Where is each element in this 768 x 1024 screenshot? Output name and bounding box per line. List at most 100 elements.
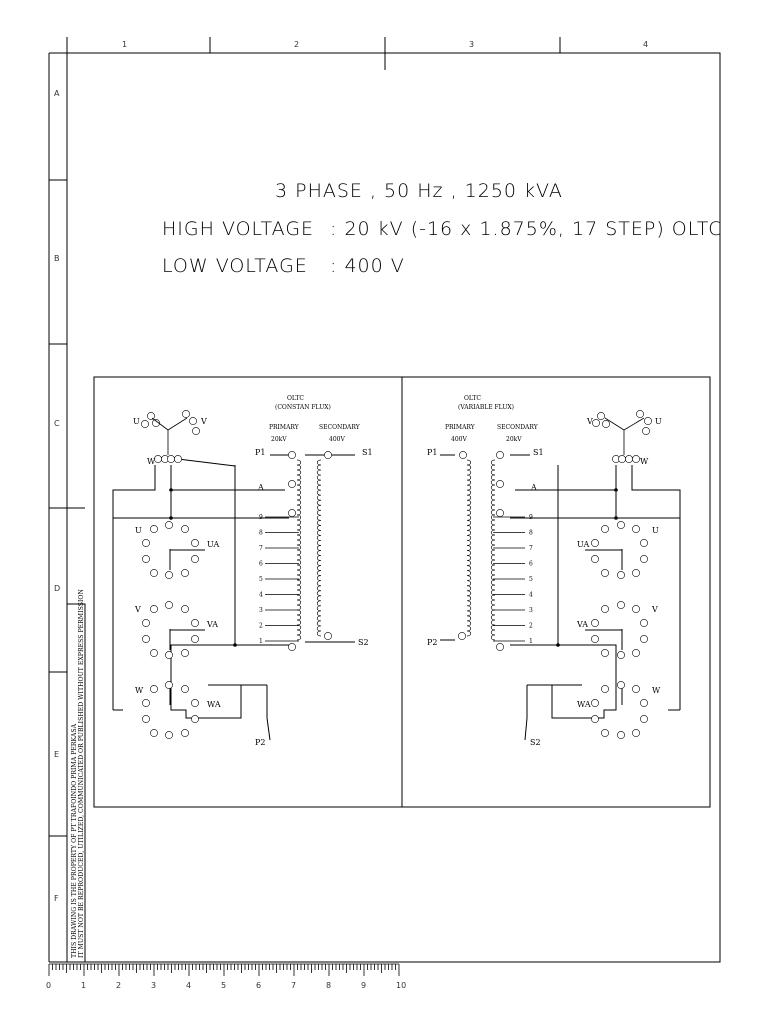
terminal-circle xyxy=(150,649,158,657)
right-terminals xyxy=(458,410,652,739)
right-secondary-coil xyxy=(490,459,496,641)
terminal-circle xyxy=(632,729,640,737)
terminal-circle xyxy=(636,410,644,418)
terminal-circle xyxy=(496,451,504,459)
terminal-circle xyxy=(632,685,640,693)
terminal-circle xyxy=(165,681,173,689)
row-label: D xyxy=(54,584,60,593)
terminal-circle xyxy=(601,685,609,693)
scale-label: 2 xyxy=(116,981,121,990)
left-wiring xyxy=(112,454,355,741)
tap-number: 7 xyxy=(529,545,533,552)
terminal-circle xyxy=(141,420,149,428)
terminal-circle xyxy=(181,605,189,613)
terminal-circle xyxy=(191,619,199,627)
right-primary-label: PRIMARY xyxy=(445,424,476,431)
notice-line-2: IT MUST NOT BE REPRODUCED, UTILIZED, COM… xyxy=(78,589,85,958)
terminal-circle xyxy=(618,455,626,463)
terminal-circle xyxy=(324,451,332,459)
tap-number: 2 xyxy=(529,623,533,630)
terminal-circle xyxy=(640,699,648,707)
tap-number: 3 xyxy=(259,607,263,614)
terminal-circle xyxy=(496,480,504,488)
terminal-circle xyxy=(632,525,640,533)
terminal-circle xyxy=(601,729,609,737)
terminal-circle xyxy=(602,420,610,428)
high-voltage-value: : 20 kV (-16 x 1.875%, 17 STEP) OLTC xyxy=(330,218,722,240)
tap-number: 3 xyxy=(529,607,533,614)
terminal-circle xyxy=(142,635,150,643)
title-block: 3 PHASE , 50 Hz , 1250 kVA HIGH VOLTAGE … xyxy=(162,180,722,277)
column-labels: 1 2 3 4 xyxy=(122,40,648,49)
scale-label: 7 xyxy=(291,981,296,990)
terminal-circle xyxy=(191,715,199,723)
terminal-circle xyxy=(191,635,199,643)
terminal-circle xyxy=(150,525,158,533)
terminal-circle xyxy=(640,555,648,563)
terminal-circle xyxy=(458,632,466,640)
left-phase-v: V xyxy=(134,605,141,614)
scale-label: 3 xyxy=(151,981,156,990)
right-wiring xyxy=(440,454,681,741)
terminal-circle xyxy=(142,555,150,563)
right-phase-v: V xyxy=(651,605,658,614)
right-secondary-label: SECONDARY xyxy=(497,424,539,431)
terminal-circle xyxy=(591,555,599,563)
right-junction-dots xyxy=(556,488,618,647)
terminal-circle xyxy=(191,539,199,547)
terminal-circle xyxy=(632,605,640,613)
left-a-label: A xyxy=(257,483,264,492)
right-phase-w: W xyxy=(652,686,661,695)
tap-number: 7 xyxy=(259,545,263,552)
tap-number: 2 xyxy=(259,623,263,630)
left-star-connection xyxy=(151,417,188,455)
left-tap-leads xyxy=(265,516,299,642)
terminal-circle xyxy=(165,571,173,579)
left-star-u: U xyxy=(133,417,140,426)
right-star-v: V xyxy=(586,417,593,426)
scale-ruler xyxy=(48,963,400,976)
column-label: 2 xyxy=(294,40,299,49)
scale-label: 4 xyxy=(186,981,191,990)
right-p1-label: P1 xyxy=(427,448,437,457)
left-oltc-title: OLTC xyxy=(287,395,304,402)
scale-label: 1 xyxy=(81,981,86,990)
right-p2-label: P2 xyxy=(427,638,437,647)
terminal-circle xyxy=(288,509,296,517)
terminal-circle xyxy=(288,643,296,651)
terminal-circle xyxy=(496,643,504,651)
terminal-circle xyxy=(167,455,175,463)
right-output-ua: UA xyxy=(577,540,589,549)
terminal-circle xyxy=(591,539,599,547)
terminal-circle xyxy=(150,569,158,577)
terminal-circle xyxy=(150,605,158,613)
column-label: 3 xyxy=(469,40,474,49)
left-output-va: VA xyxy=(206,620,218,629)
scale-label: 6 xyxy=(256,981,261,990)
left-primary-coil xyxy=(296,459,302,641)
row-label: E xyxy=(54,750,59,759)
terminal-circle xyxy=(640,539,648,547)
left-p1-label: P1 xyxy=(255,448,265,457)
terminal-circle xyxy=(189,417,197,425)
terminal-circle xyxy=(632,649,640,657)
tap-number: 5 xyxy=(529,576,533,583)
terminal-circle xyxy=(142,715,150,723)
left-phase-w: W xyxy=(135,686,144,695)
terminal-circle xyxy=(601,649,609,657)
left-secondary-voltage: 400V xyxy=(329,436,345,443)
right-primary-coil xyxy=(466,459,472,637)
terminal-circle xyxy=(324,632,332,640)
terminal-circle xyxy=(617,681,625,689)
right-oltc-subtitle: (VARIABLE FLUX) xyxy=(458,404,514,411)
diagram-frame xyxy=(93,376,711,808)
left-secondary-coil xyxy=(316,459,322,637)
terminal-circle xyxy=(174,455,182,463)
left-s2-label: S2 xyxy=(358,638,369,647)
terminal-circle xyxy=(147,412,155,420)
terminal-circle xyxy=(591,699,599,707)
right-star-u: U xyxy=(655,417,662,426)
